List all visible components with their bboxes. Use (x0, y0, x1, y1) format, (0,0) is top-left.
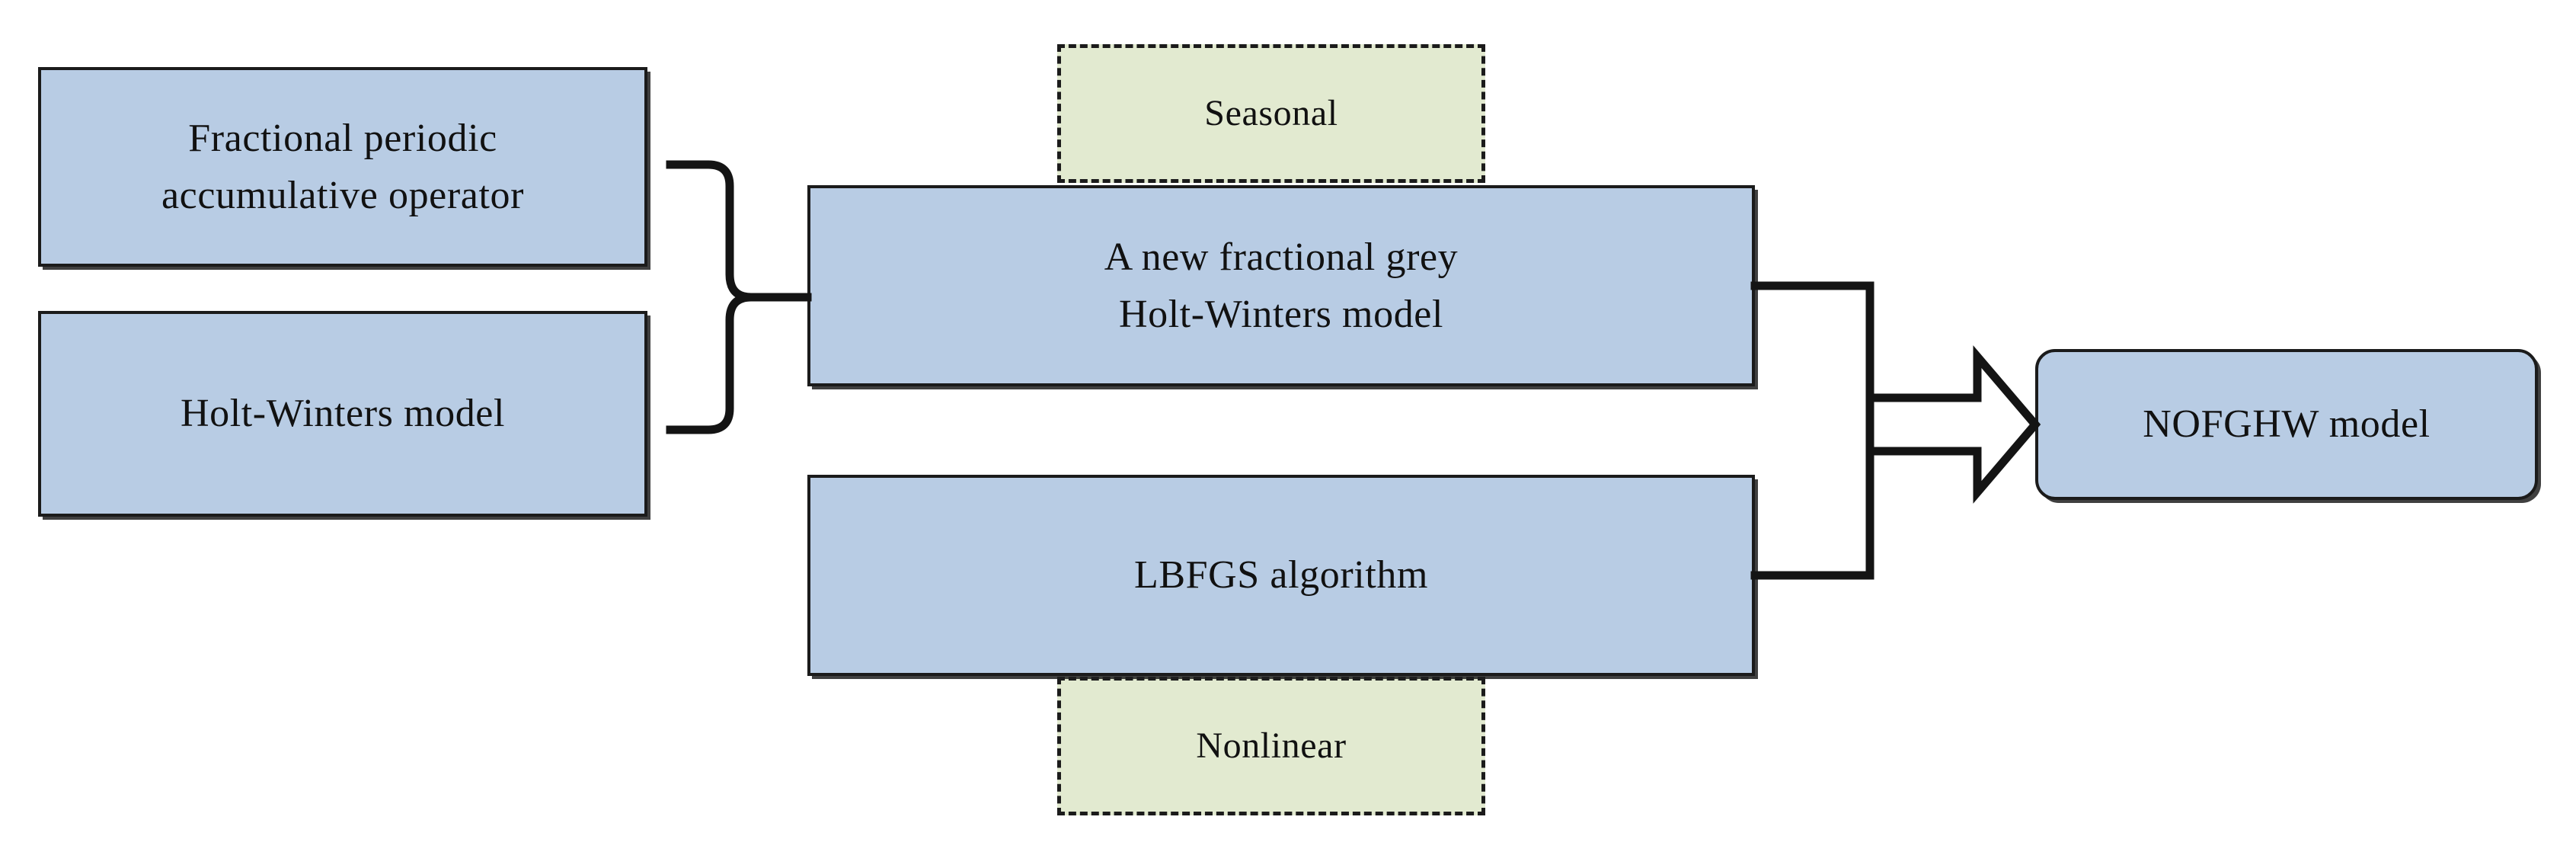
node-nonlinear[interactable]: Nonlinear (1057, 677, 1485, 815)
node-lbfgs-label: LBFGS algorithm (1133, 553, 1429, 597)
node-fractional-operator-label: Fractional periodic accumulative operato… (161, 116, 525, 217)
curly-brace-connector (666, 160, 752, 434)
new-model-to-merge-line (1750, 281, 1874, 571)
block-arrow-icon (1865, 345, 2041, 504)
lbfgs-to-merge-line (1750, 409, 1874, 580)
node-seasonal-label: Seasonal (1204, 93, 1338, 134)
node-nofghw-label: NOFGHW model (2143, 402, 2431, 447)
node-nonlinear-label: Nonlinear (1196, 725, 1347, 767)
node-lbfgs-algorithm[interactable]: LBFGS algorithm (807, 475, 1755, 676)
node-nofghw-model[interactable]: NOFGHW model (2035, 349, 2538, 500)
node-seasonal[interactable]: Seasonal (1057, 44, 1485, 183)
node-new-model-label: A new fractional grey Holt-Winters model (1104, 235, 1459, 336)
node-holt-winters[interactable]: Holt-Winters model (38, 311, 647, 517)
node-fractional-operator[interactable]: Fractional periodic accumulative operato… (38, 67, 647, 267)
node-new-fractional-grey-holt-winters-model[interactable]: A new fractional grey Holt-Winters model (807, 185, 1755, 386)
node-holt-winters-label: Holt-Winters model (180, 392, 506, 436)
